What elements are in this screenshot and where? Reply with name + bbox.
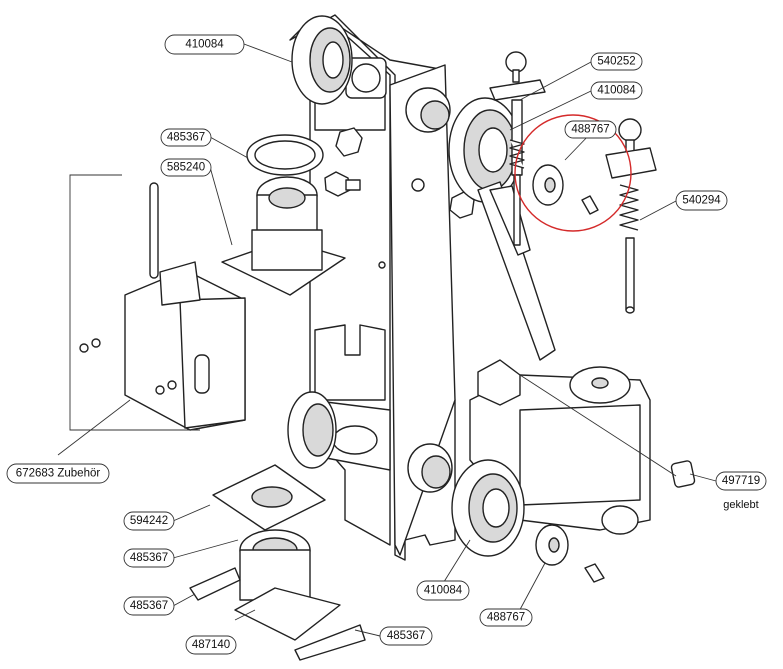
svg-text:488767: 488767 bbox=[487, 612, 525, 624]
callout-410084-right: 410084 bbox=[590, 81, 643, 100]
highlight-washer-detail bbox=[514, 114, 632, 232]
svg-text:485367: 485367 bbox=[130, 600, 168, 612]
svg-text:487140: 487140 bbox=[192, 639, 230, 651]
callout-540252: 540252 bbox=[590, 52, 643, 71]
callout-540294: 540294 bbox=[675, 190, 728, 211]
washer-bottom bbox=[535, 524, 605, 583]
svg-text:672683 Zubehör: 672683 Zubehör bbox=[16, 468, 101, 480]
shaft-cylinder-upper bbox=[405, 87, 451, 133]
callout-485367-lower: 485367 bbox=[123, 596, 175, 616]
svg-text:410084: 410084 bbox=[185, 39, 224, 51]
callout-488767-bottom: 488767 bbox=[479, 608, 533, 627]
callout-487140: 487140 bbox=[185, 635, 237, 655]
bearing-upper-right bbox=[448, 97, 522, 203]
callout-410084-top: 410084 bbox=[164, 34, 245, 55]
leader-lines bbox=[57, 43, 717, 637]
spring-plunger-540252 bbox=[489, 51, 546, 246]
callout-585240: 585240 bbox=[160, 158, 212, 177]
callout-594242: 594242 bbox=[123, 511, 175, 531]
shaft-cylinder-lower bbox=[407, 443, 453, 493]
callout-672683: 672683 Zubehör bbox=[6, 463, 110, 484]
bushing-upper bbox=[221, 134, 346, 296]
bushing-lower bbox=[189, 464, 366, 661]
accessory-bracket bbox=[79, 182, 246, 431]
svg-text:585240: 585240 bbox=[167, 162, 205, 174]
svg-text:594242: 594242 bbox=[130, 515, 168, 527]
callout-497719: 497719 bbox=[715, 471, 767, 491]
callout-485367-upper: 485367 bbox=[160, 128, 212, 147]
callout-488767-top: 488767 bbox=[564, 120, 617, 139]
svg-text:488767: 488767 bbox=[571, 124, 609, 136]
bearing-mid-left bbox=[287, 391, 337, 469]
svg-text:410084: 410084 bbox=[424, 585, 463, 597]
svg-text:497719: 497719 bbox=[722, 475, 760, 487]
svg-text:485367: 485367 bbox=[167, 132, 205, 144]
callout-485367-bottom: 485367 bbox=[379, 626, 433, 646]
svg-text:540294: 540294 bbox=[682, 195, 721, 207]
hex-bolt-frame bbox=[324, 127, 475, 219]
svg-text:410084: 410084 bbox=[597, 85, 636, 97]
spring-plunger-540294 bbox=[605, 118, 657, 314]
glued-pad bbox=[670, 460, 696, 488]
bearing-lower-right bbox=[451, 459, 525, 557]
callout-485367-mid: 485367 bbox=[123, 548, 175, 568]
svg-text:485367: 485367 bbox=[130, 552, 168, 564]
glued-note: geklebt bbox=[723, 499, 758, 511]
svg-text:485367: 485367 bbox=[387, 630, 425, 642]
callout-410084-bottom: 410084 bbox=[416, 580, 470, 601]
bearing-top-left bbox=[291, 15, 353, 105]
accessory-bracket-frame bbox=[69, 174, 200, 431]
svg-text:540252: 540252 bbox=[597, 56, 635, 68]
